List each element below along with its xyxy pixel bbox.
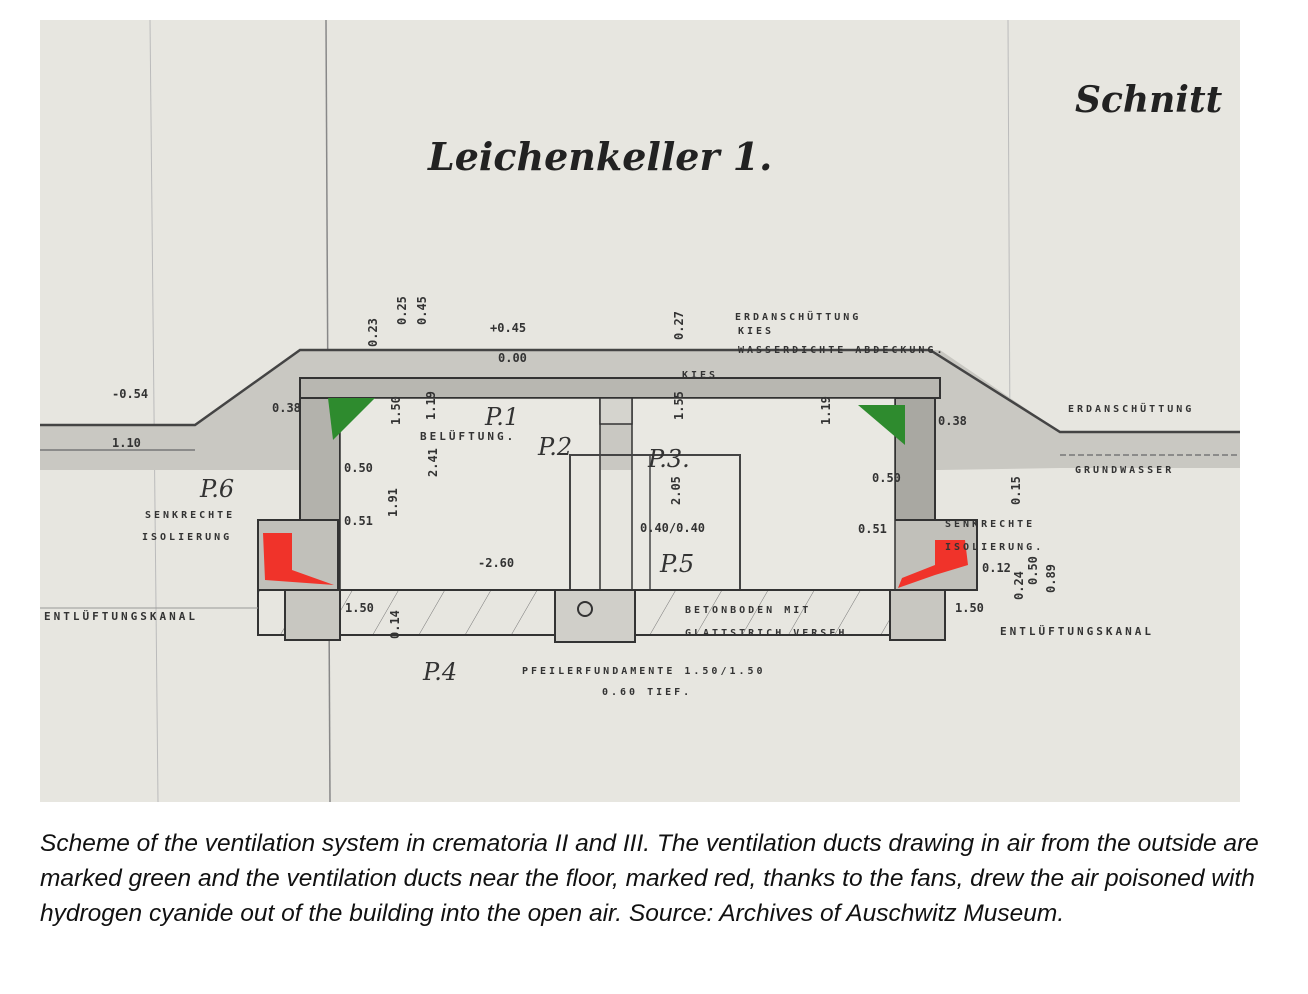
annotation-erdanschuttung-top: ERDANSCHÜTTUNG bbox=[735, 309, 861, 323]
dim: 2.41 bbox=[426, 448, 440, 477]
dim: 1.55 bbox=[672, 391, 686, 420]
dim: 1.50 bbox=[389, 396, 403, 425]
grid-line bbox=[149, 20, 159, 802]
dim: 0.00 bbox=[498, 351, 527, 365]
dim: 0.51 bbox=[344, 514, 373, 528]
dim: 1.19 bbox=[424, 391, 438, 420]
dim: -0.54 bbox=[112, 387, 148, 401]
dim: 0.38 bbox=[938, 414, 967, 428]
supply-duct-left bbox=[328, 398, 375, 440]
drawing-title: Leichenkeller 1. bbox=[427, 134, 772, 179]
dim: 0.24 bbox=[1012, 571, 1026, 600]
dim: 0.14 bbox=[388, 610, 402, 639]
dim: +0.45 bbox=[490, 321, 526, 335]
annotation-betonboden-1: BETONBODEN MIT bbox=[685, 605, 811, 616]
exhaust-duct-right bbox=[898, 540, 968, 588]
dim: 0.45 bbox=[415, 296, 429, 325]
dim: 0.23 bbox=[366, 318, 380, 347]
annotation-grundwasser: GRUNDWASSER bbox=[1075, 465, 1174, 476]
annotation-beluftung: BELÜFTUNG. bbox=[420, 429, 516, 443]
dim: 0.27 bbox=[672, 311, 686, 340]
dim: 2.05 bbox=[669, 476, 683, 505]
section-label: Schnitt bbox=[1075, 79, 1223, 121]
label-p3: P.3. bbox=[647, 445, 690, 473]
dim: 0.50 bbox=[344, 461, 373, 475]
blueprint-photo: Leichenkeller 1. Schnitt P.1 P.2 P.3. P.… bbox=[40, 20, 1240, 802]
dim: 0.15 bbox=[1009, 476, 1023, 505]
dim: 0.38 bbox=[272, 401, 301, 415]
dim: 0.50 bbox=[1026, 556, 1040, 585]
supply-duct-right bbox=[858, 405, 905, 445]
annotation-erdanschuttung-right: ERDANSCHÜTTUNG bbox=[1068, 401, 1194, 415]
exhaust-duct-left bbox=[263, 533, 334, 585]
label-p4: P.4 bbox=[422, 658, 457, 686]
annotation-isolierung-left-2: ISOLIERUNG bbox=[142, 532, 232, 543]
annotation-fundamente-1: PFEILERFUNDAMENTE 1.50/1.50 bbox=[522, 666, 766, 677]
dim: 0.40/0.40 bbox=[640, 521, 705, 535]
annotation-isolierung-right-2: ISOLIERUNG. bbox=[945, 542, 1044, 553]
annotation-abdeckung: WASSERDICHTE ABDECKUNG. bbox=[738, 345, 945, 356]
label-p5: P.5 bbox=[659, 550, 694, 578]
annotation-betonboden-2: GLATTSTRICH VERSEH. bbox=[685, 628, 856, 639]
dim: 0.25 bbox=[395, 296, 409, 325]
dim: 1.19 bbox=[819, 396, 833, 425]
figure-caption: Scheme of the ventilation system in crem… bbox=[40, 830, 1259, 927]
annotation-isolierung-right-1: SENKRECHTE bbox=[945, 519, 1035, 530]
grid-line bbox=[1007, 20, 1011, 441]
dimension-labels: -0.54 1.10 0.38 0.23 0.25 0.45 +0.45 0.0… bbox=[112, 296, 1058, 639]
label-p2: P.2 bbox=[537, 433, 572, 461]
dim: 1.50 bbox=[955, 601, 984, 615]
dim: 0.12 bbox=[982, 561, 1011, 575]
dim: 0.51 bbox=[858, 522, 887, 536]
dim: 1.50 bbox=[345, 601, 374, 615]
dim: 0.50 bbox=[872, 471, 901, 485]
annotation-entluftung-left: ENTLÜFTUNGSKANAL bbox=[44, 609, 198, 623]
dim: -2.60 bbox=[478, 556, 514, 570]
annotation-entluftung-right: ENTLÜFTUNGSKANAL bbox=[1000, 624, 1154, 638]
dim: 1.91 bbox=[386, 488, 400, 517]
dim: 1.10 bbox=[112, 436, 141, 450]
label-p1: P.1 bbox=[484, 403, 519, 431]
label-p6: P.6 bbox=[199, 475, 234, 503]
dim: 0.89 bbox=[1044, 564, 1058, 593]
annotation-kies-top: KIES bbox=[738, 326, 774, 337]
annotation-kies: KIES bbox=[682, 370, 718, 381]
annotation-isolierung-left-1: SENKRECHTE bbox=[145, 510, 235, 521]
annotation-fundamente-2: 0.60 TIEF. bbox=[602, 687, 692, 698]
